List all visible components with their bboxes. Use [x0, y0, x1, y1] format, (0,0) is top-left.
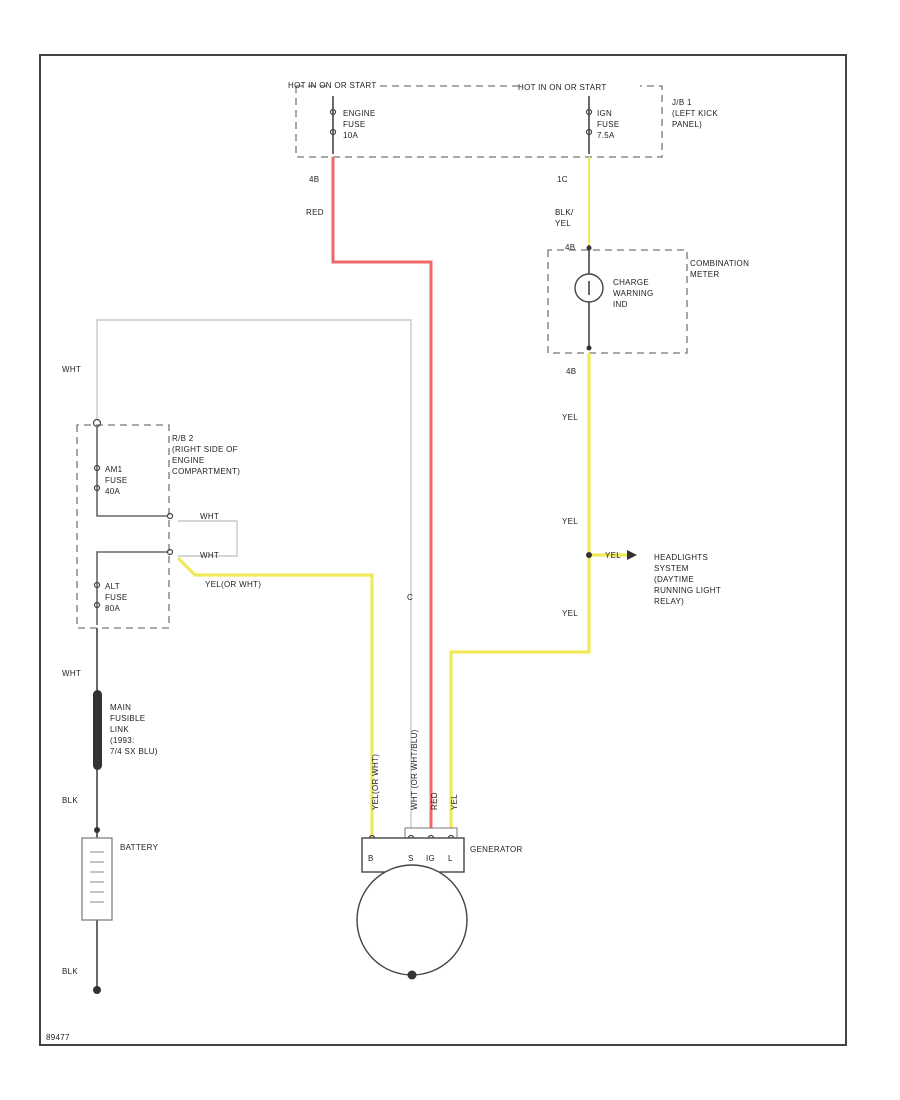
- gen-pin-s-label: S: [408, 854, 414, 863]
- fusible-link-label-5: 7/4 SX BLU): [110, 747, 158, 756]
- fusible-link-label-2: FUSIBLE: [110, 714, 145, 723]
- diagram-id: 89477: [46, 1033, 70, 1042]
- red-wire-label: RED: [306, 208, 324, 217]
- ign-fuse-label-3: 7.5A: [597, 131, 615, 140]
- engine-fuse-label-2: FUSE: [343, 120, 366, 129]
- diagram-frame: [39, 54, 847, 1046]
- alt-fuse-label-3: 80A: [105, 604, 120, 613]
- meter-terminal-bottom: [586, 345, 592, 351]
- am1-terminal-top: [93, 464, 101, 472]
- jb1-label-2: (LEFT KICK: [672, 109, 718, 118]
- battery-ground: [93, 986, 101, 994]
- jb1-label-3: PANEL): [672, 120, 702, 129]
- wht-wire-loop: [96, 319, 412, 838]
- headlights-label-4: RUNNING LIGHT: [654, 586, 721, 595]
- wht-mid-label: C: [407, 593, 413, 602]
- rb2-label-3: ENGINE: [172, 456, 204, 465]
- wht-b-label: WHT: [200, 551, 219, 560]
- red-wire: [331, 157, 433, 838]
- rb2-terminal-a: [166, 512, 174, 520]
- generator-ground: [407, 970, 417, 980]
- top-right-box-label: HOT IN ON OR START: [518, 83, 607, 92]
- blk-top-label: BLK: [62, 796, 78, 805]
- yel-splice: [586, 552, 592, 558]
- am1-fuse-label-3: 40A: [105, 487, 120, 496]
- gen-pin-ig-label: IG: [426, 854, 435, 863]
- battery-label: BATTERY: [120, 843, 159, 852]
- blk-yel-label-1: BLK/: [555, 208, 574, 217]
- am1-fuse-label-2: FUSE: [105, 476, 128, 485]
- headlights-label-5: RELAY): [654, 597, 684, 606]
- engine-fuse-label-1: ENGINE: [343, 109, 375, 118]
- alt-terminal-top: [93, 581, 101, 589]
- charge-warning-label-3: IND: [613, 300, 628, 309]
- alt-terminal-bottom: [93, 601, 101, 609]
- rb2-label-4: COMPARTMENT): [172, 467, 240, 476]
- alt-fuse-link: [96, 551, 168, 625]
- yel-branch-label: YEL: [605, 551, 621, 560]
- connector-4b-top-left: 4B: [309, 175, 319, 184]
- gen-wire-label-1: YEL(OR WHT): [371, 754, 380, 810]
- gen-pin-l-label: L: [448, 854, 453, 863]
- yel-or-wht-wire: [176, 556, 374, 838]
- headlights-label-2: SYSTEM: [654, 564, 689, 573]
- wht-a-label: WHT: [200, 512, 219, 521]
- yel-wire-label-2: YEL: [562, 517, 578, 526]
- gen-wire-label-2: WHT (OR WHT/BLU): [410, 729, 419, 810]
- combination-meter-label-1: COMBINATION: [690, 259, 749, 268]
- gen-wire-label-3: RED: [430, 792, 439, 810]
- ign-fuse-terminal-bottom: [585, 128, 593, 136]
- connector-1c-label: 1C: [557, 175, 568, 184]
- headlights-label-1: HEADLIGHTS: [654, 553, 708, 562]
- fusible-link-label-3: LINK: [110, 725, 129, 734]
- fusible-link-label-1: MAIN: [110, 703, 131, 712]
- meter-terminal-top: [586, 245, 592, 251]
- generator-body: [356, 864, 468, 976]
- combination-meter-box: [547, 249, 688, 354]
- connector-4b-meter-top: 4B: [565, 243, 575, 252]
- yel-wire-label-1: YEL: [562, 413, 578, 422]
- rb2-terminal-b: [166, 548, 174, 556]
- main-fusible-link: [93, 690, 102, 770]
- alt-fuse-label-2: FUSE: [105, 593, 128, 602]
- rb2-label-2: (RIGHT SIDE OF: [172, 445, 238, 454]
- ign-fuse-label-2: FUSE: [597, 120, 620, 129]
- connector-4b-meter-bottom: 4B: [566, 367, 576, 376]
- rb2-label-1: R/B 2: [172, 434, 194, 443]
- gen-wire-label-4: YEL: [450, 794, 459, 810]
- wht-top-label: WHT: [62, 365, 81, 374]
- wht-bottom-label: WHT: [62, 669, 81, 678]
- engine-fuse-terminal-top: [329, 108, 337, 116]
- battery-positive-terminal: [94, 827, 100, 833]
- wht-jumper: [178, 520, 238, 557]
- headlights-arrow: [627, 550, 637, 560]
- charge-warning-label-2: WARNING: [613, 289, 653, 298]
- jb1-label-1: J/B 1: [672, 98, 692, 107]
- charge-warning-label-1: CHARGE: [613, 278, 649, 287]
- engine-fuse-label-3: 10A: [343, 131, 358, 140]
- alt-fuse-label-1: ALT: [105, 582, 120, 591]
- battery-symbol: [81, 837, 113, 921]
- blk-bottom-label: BLK: [62, 967, 78, 976]
- blk-yel-label-2: YEL: [555, 219, 571, 228]
- rb2-box: [76, 424, 170, 629]
- gen-pin-b-label: B: [368, 854, 374, 863]
- generator-label: GENERATOR: [470, 845, 523, 854]
- top-left-box-label: HOT IN ON OR START: [288, 81, 377, 90]
- am1-fuse-label-1: AM1: [105, 465, 123, 474]
- combination-meter-label-2: METER: [690, 270, 720, 279]
- yel-wire-l-terminal: [449, 353, 591, 838]
- engine-fuse-terminal-bottom: [329, 128, 337, 136]
- am1-fuse-link: [96, 426, 168, 517]
- top-fuse-box-outline: [295, 85, 663, 158]
- ign-fuse-label-1: IGN: [597, 109, 612, 118]
- fusible-link-label-4: (1993:: [110, 736, 134, 745]
- ign-fuse-terminal-top: [585, 108, 593, 116]
- am1-terminal-bottom: [93, 484, 101, 492]
- headlights-label-3: (DAYTIME: [654, 575, 694, 584]
- yel-or-wht-label: YEL(OR WHT): [205, 580, 261, 589]
- yel-wire-label-3: YEL: [562, 609, 578, 618]
